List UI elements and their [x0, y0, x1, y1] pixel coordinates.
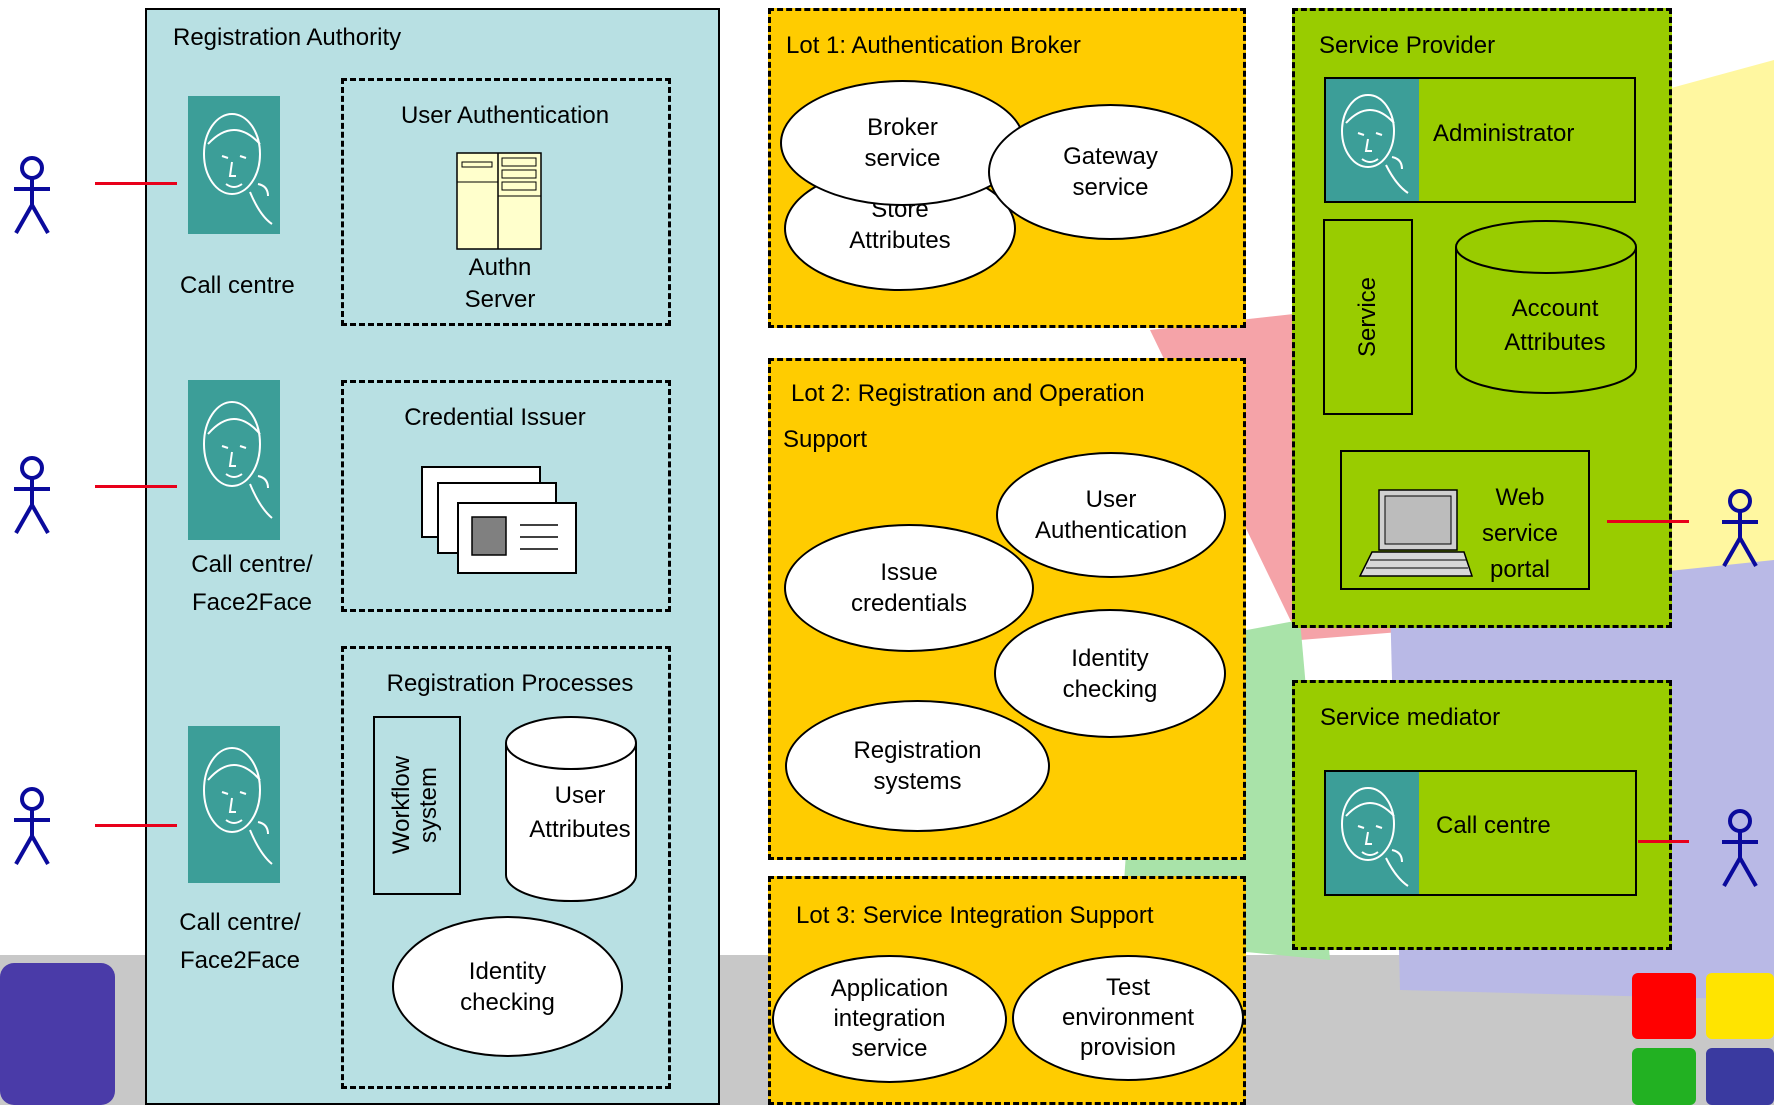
user-authentication-box: [341, 78, 671, 326]
issue-credentials-label: Issue credentials: [850, 559, 968, 617]
workflow-system-label: Workflow system: [388, 755, 442, 855]
laptop-icon: [1358, 489, 1474, 577]
service-box: [1323, 219, 1413, 415]
agent-label-2: Call centre/ Face2Face: [191, 551, 313, 616]
actor-icon: [1722, 489, 1758, 567]
connector-line: [95, 485, 177, 488]
service-mediator-panel: [1292, 680, 1672, 950]
actor-icon: [14, 787, 50, 865]
agent-headset-icon: [188, 726, 280, 883]
service-label: Service: [1354, 276, 1381, 358]
agent-headset-icon: [188, 380, 280, 540]
identity-checking-ellipse: Identity checking: [994, 609, 1226, 738]
lot2-title-line1: Lot 2: Registration and Operation: [791, 380, 1145, 407]
agent-label-1: Call centre: [180, 272, 295, 299]
lot2-title-line2: Support: [783, 426, 868, 453]
connector-line: [1607, 520, 1689, 523]
service-mediator-title: Service mediator: [1320, 704, 1501, 731]
gateway-service-ellipse: Gateway service: [988, 104, 1233, 240]
logo-text: EDT: [0, 0, 86, 44]
account-attributes-label: Account Attributes: [1504, 295, 1606, 356]
database-icon: [1455, 220, 1637, 394]
user-authentication-title: User Authentication: [400, 102, 610, 129]
connector-line: [95, 824, 177, 827]
web-service-portal-box: [1340, 450, 1590, 590]
broker-service-label: Broker service: [864, 114, 941, 172]
service-provider-title: Service Provider: [1319, 32, 1496, 59]
agent-label-3: Call centre/ Face2Face: [179, 909, 301, 974]
application-integration-ellipse: Application integration service: [772, 955, 1007, 1083]
agent-headset-icon: [1326, 79, 1419, 201]
issue-credentials-ellipse: Issue credentials: [784, 524, 1034, 652]
test-environment-label: Test environment provision: [1061, 974, 1195, 1061]
registration-processes-title: Registration Processes: [386, 670, 634, 697]
user-authentication-ellipse: User Authentication: [996, 452, 1226, 578]
identity-checking-label: Identity checking: [460, 957, 555, 1016]
agent-headset-icon: [1326, 772, 1419, 894]
mediator-call-centre-box: [1324, 770, 1637, 896]
identity-checking-ellipse: Identity checking: [392, 916, 623, 1057]
user-authentication-label: User Authentication: [1034, 486, 1188, 544]
actor-icon: [1722, 809, 1758, 887]
gateway-service-label: Gateway service: [1063, 143, 1158, 201]
credential-cards-icon: [421, 466, 577, 574]
authn-server-label: Authn Server: [464, 254, 536, 313]
mediator-call-centre-label: Call centre: [1436, 812, 1551, 839]
user-attributes-label: User Attributes: [529, 782, 631, 843]
web-service-portal-label: Web service portal: [1481, 484, 1559, 583]
broker-service-ellipse: Broker service: [780, 80, 1025, 206]
connector-line: [95, 182, 177, 185]
administrator-label: Administrator: [1433, 120, 1575, 147]
credential-issuer-title: Credential Issuer: [404, 404, 586, 431]
registration-systems-ellipse: Registration systems: [785, 700, 1050, 832]
credential-issuer-box: [341, 380, 671, 612]
identity-checking-label: Identity checking: [1062, 644, 1158, 703]
connector-line: [1638, 840, 1689, 843]
registration-processes-box: [341, 646, 671, 1089]
database-icon: [505, 716, 637, 902]
actor-icon: [14, 156, 50, 234]
registration-systems-label: Registration systems: [853, 737, 982, 795]
server-icon: [456, 152, 542, 250]
test-environment-ellipse: Test environment provision: [1012, 955, 1244, 1081]
agent-headset-icon: [188, 96, 280, 234]
workflow-system-box: [373, 716, 461, 895]
actor-icon: [14, 456, 50, 534]
lot1-title: Lot 1: Authentication Broker: [786, 32, 1081, 59]
application-integration-label: Application integration service: [830, 975, 949, 1062]
lot3-title: Lot 3: Service Integration Support: [796, 902, 1154, 929]
registration-authority-title: Registration Authority: [173, 24, 402, 51]
